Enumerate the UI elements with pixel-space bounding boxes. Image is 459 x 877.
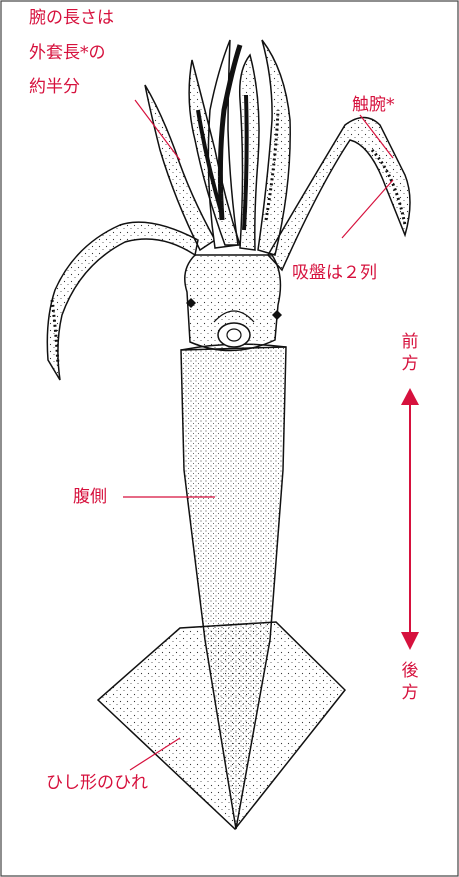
arm-4 [258,40,290,255]
label-back-char1: 後 [400,660,420,682]
label-ventral: 腹側 [73,484,107,510]
label-arm-length-1: 腕の長さは [29,5,114,31]
label-arm-length-2: 外套長*の [29,40,106,66]
label-back-char2: 方 [400,682,420,704]
leader-suckers [342,180,393,238]
arrow-up-head [401,388,419,405]
label-arm-length-3: 約半分 [29,74,80,100]
left-tentacle [47,222,198,380]
label-suckers: 吸盤は２列 [292,260,377,286]
label-front: 前 方 [400,331,420,375]
label-fin: ひし形のひれ [46,770,148,796]
label-tentacle: 触腕* [352,92,395,118]
arrow-down-head [401,632,419,650]
label-front-char2: 方 [400,353,420,375]
label-back: 後 方 [400,660,420,704]
label-front-char1: 前 [400,331,420,353]
